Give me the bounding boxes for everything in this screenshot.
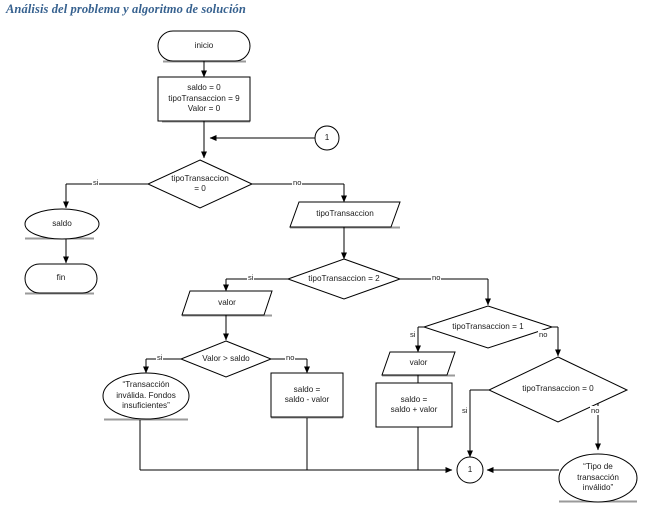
edge-label-si-2: si [247, 273, 255, 282]
node-input-valor-2 [381, 351, 456, 376]
node-inicio [157, 30, 251, 62]
node-input-tipotransaccion [289, 201, 401, 228]
page-title: Análisis del problema y algoritmo de sol… [6, 2, 246, 16]
node-decision-tt1 [422, 305, 554, 349]
node-output-transaccion-invalida [102, 372, 190, 420]
edge-label-no-4: no [538, 330, 549, 339]
node-output-tipo-invalido [558, 453, 638, 503]
node-output-saldo [24, 208, 100, 240]
edge-label-si-1: si [92, 178, 100, 187]
edge-label-si-4: si [409, 330, 417, 339]
edge-label-no-3: no [285, 353, 296, 362]
node-input-valor-1 [181, 290, 273, 316]
edge-label-no-1: no [292, 178, 303, 187]
node-decision-tt0 [146, 159, 254, 209]
node-decision-valor [179, 340, 273, 378]
node-connector-bottom [456, 456, 484, 484]
node-connector-top [314, 125, 340, 151]
node-init-process [157, 76, 251, 122]
node-decision-tt0b [487, 356, 629, 423]
node-fin [24, 263, 98, 294]
node-process-resta [270, 372, 344, 418]
edge-label-no-2: no [431, 273, 442, 282]
node-process-suma [375, 382, 453, 428]
edge-label-si-5: si [461, 406, 469, 415]
edge-label-no-5: no [590, 406, 601, 415]
edge-label-si-3: si [156, 353, 164, 362]
node-decision-tt2 [286, 258, 402, 300]
